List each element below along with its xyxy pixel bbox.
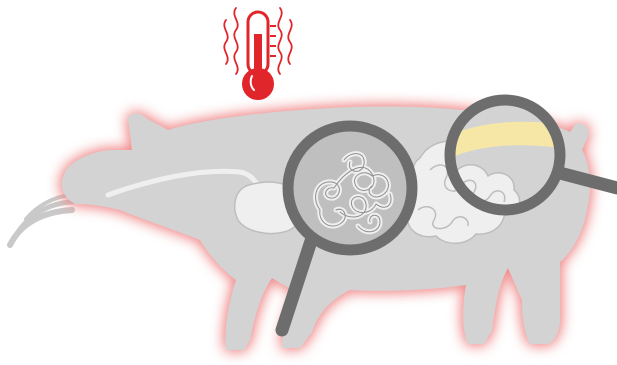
thermometer-icon: [243, 12, 276, 99]
breath-icon: [10, 195, 72, 245]
